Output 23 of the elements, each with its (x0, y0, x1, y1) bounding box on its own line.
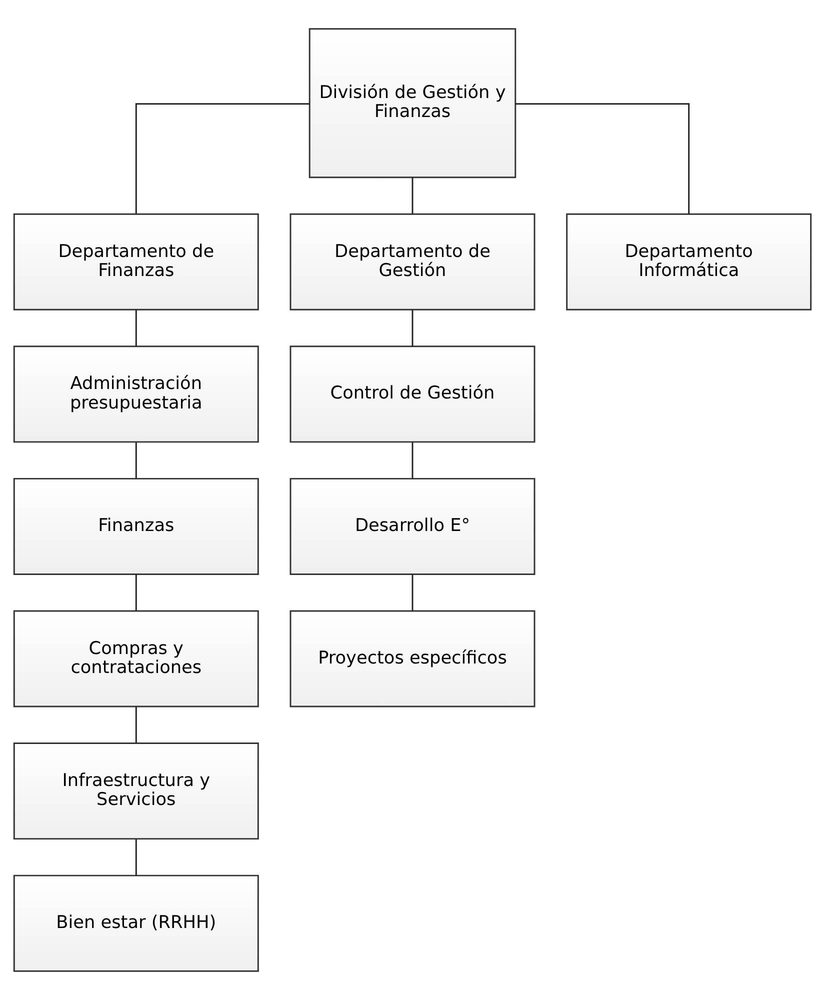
connector (135, 706, 137, 743)
node-box: Desarrollo E° (290, 477, 536, 574)
connector (412, 574, 414, 610)
node-box: Departamento de Finanzas (13, 212, 259, 310)
node-box: Finanzas (13, 477, 259, 574)
node-box: Control de Gestión (290, 345, 536, 442)
connector (135, 838, 137, 875)
connector (135, 310, 137, 346)
node-box: Departamento Informática (566, 212, 812, 310)
connector (515, 102, 690, 214)
connector (412, 310, 414, 346)
node-box: Compras y contrataciones (13, 610, 259, 707)
node-box: Proyectos específicos (290, 610, 536, 707)
node-box: División de Gestión y Finanzas (308, 28, 516, 178)
node-box: Departamento de Gestión (290, 212, 536, 310)
connector (135, 442, 137, 478)
node-box: Bien estar (RRHH) (13, 874, 259, 972)
connector (135, 574, 137, 610)
connector (412, 176, 414, 214)
connector (135, 102, 310, 214)
node-box: Infraestructura y Servicios (13, 742, 259, 840)
connector (412, 442, 414, 478)
node-box: Administración presupuestaria (13, 345, 259, 442)
